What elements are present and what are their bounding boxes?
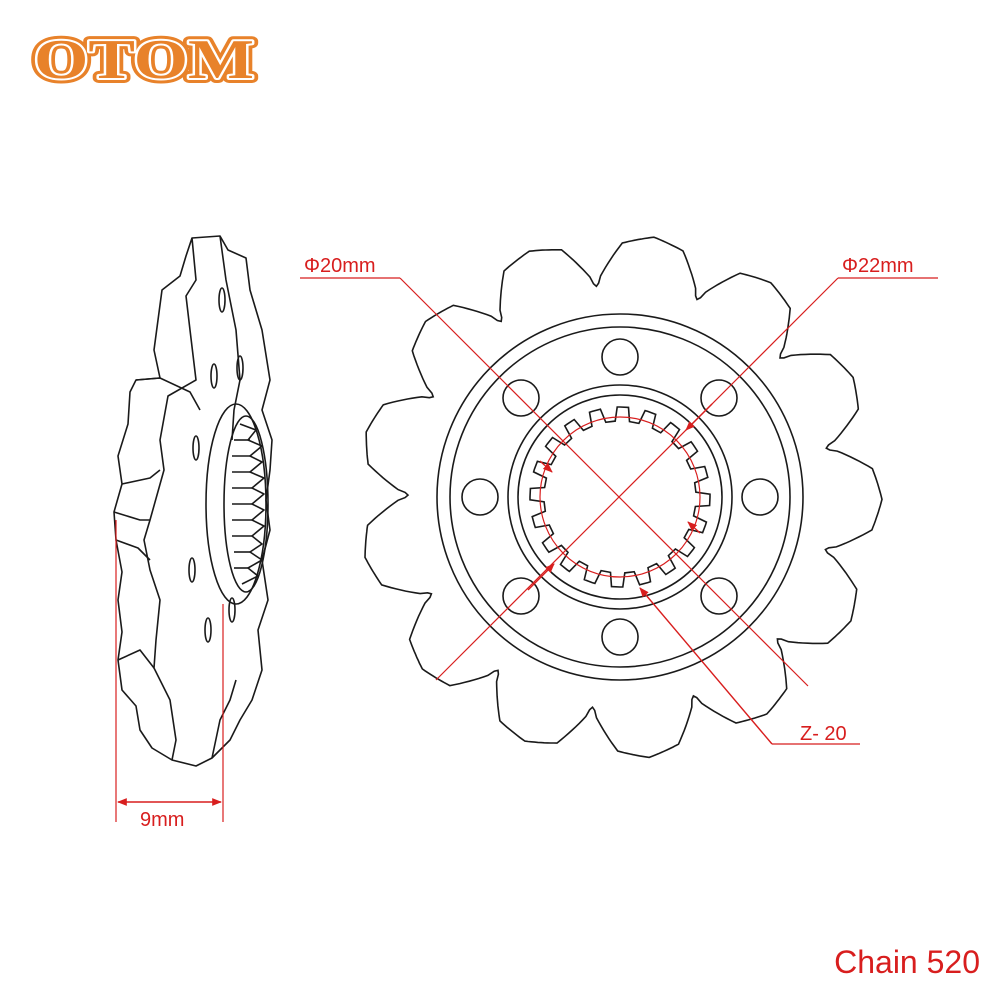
gear-ring-outer: [436, 313, 804, 681]
otom-logo: OTOM OTOM OTOM: [30, 28, 259, 90]
bolt-hole: [502, 379, 540, 417]
gear-ring-inner: [449, 326, 791, 668]
thickness-label: 9mm: [140, 809, 184, 831]
bolt-hole: [700, 577, 738, 615]
side-view-hub: [205, 403, 267, 605]
spline-teeth-label: Z- 20: [800, 723, 847, 745]
bolt-hole: [700, 379, 738, 417]
front-view: [364, 236, 883, 759]
bore-diameter-circle: [539, 416, 701, 578]
svg-text:OTOM: OTOM: [34, 29, 254, 90]
bolt-hole: [601, 618, 639, 656]
thickness-dimension: 9mm: [115, 520, 224, 831]
logo-text: OTOM: [34, 29, 254, 90]
svg-text:OTOM: OTOM: [34, 29, 254, 90]
spline-outline: [529, 406, 711, 588]
bolt-hole: [741, 478, 779, 516]
bolt-hole: [601, 338, 639, 376]
gear-outline: [364, 236, 883, 759]
bore-diameter-label: Φ20mm: [304, 255, 376, 277]
hub-outer-circle: [507, 384, 733, 610]
spline-diameter-label: Φ22mm: [842, 255, 914, 277]
hub-inner-circle: [517, 394, 723, 600]
bolt-holes: [461, 338, 779, 656]
side-view-outline: [113, 235, 273, 767]
front-dimensions: [300, 277, 938, 745]
bolt-hole: [502, 577, 540, 615]
chain-size-label: Chain 520: [834, 944, 980, 980]
side-view: [113, 235, 273, 767]
bolt-hole: [461, 478, 499, 516]
